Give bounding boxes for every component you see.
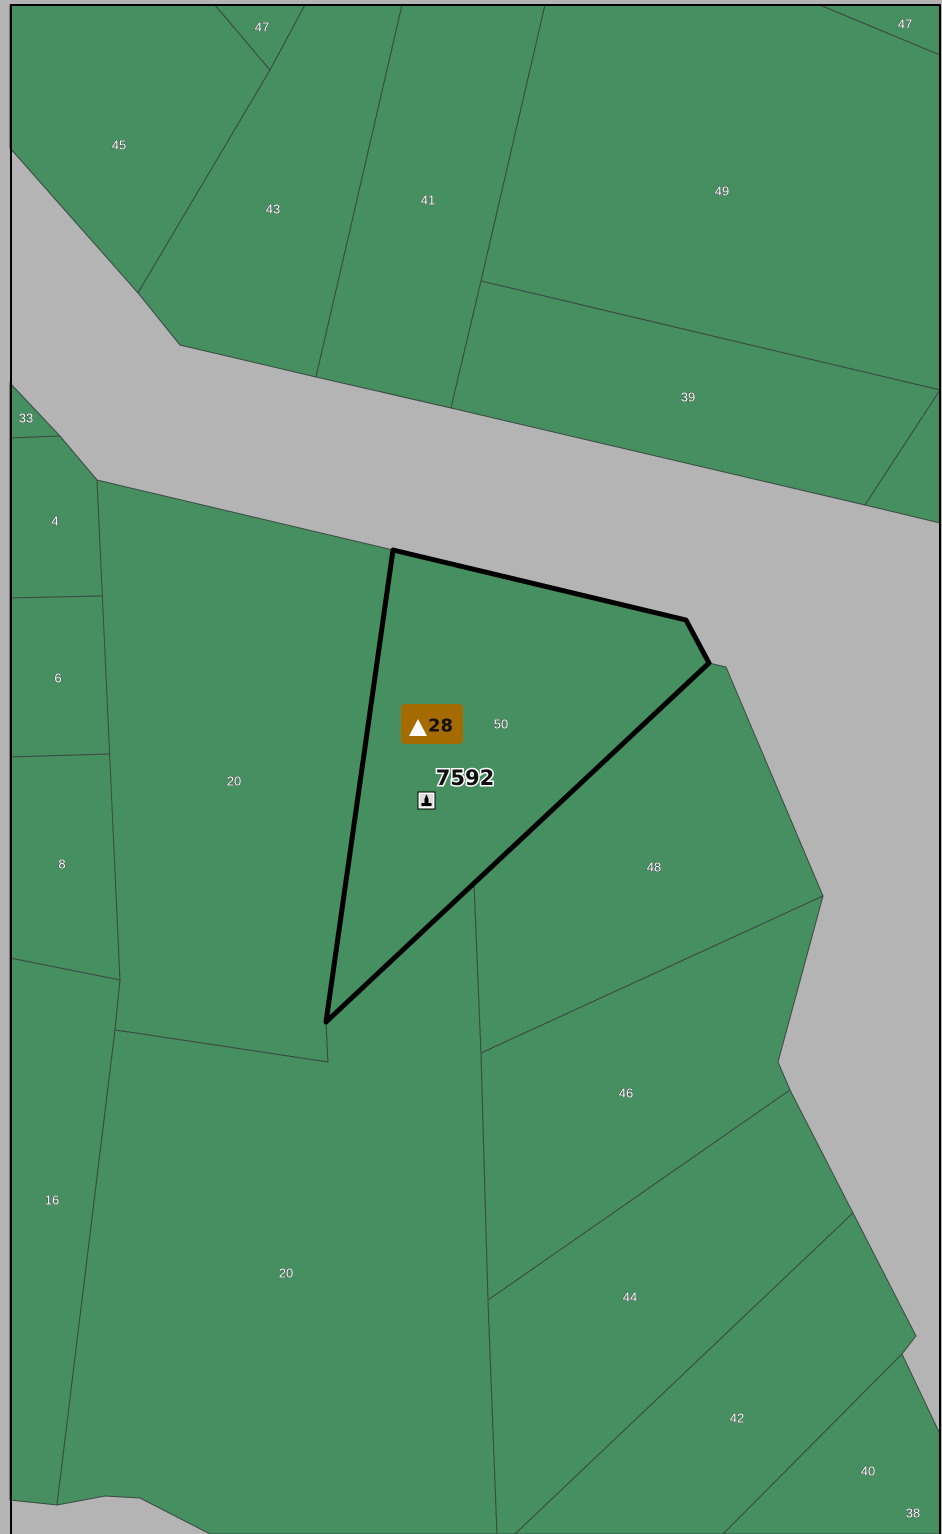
parcel-label: 16 (45, 1193, 59, 1208)
parcel-label: 8 (58, 857, 65, 872)
parcel-label: 47 (898, 17, 912, 32)
parcel-label: 39 (681, 390, 695, 405)
triangle-marker-icon (409, 719, 427, 736)
parcel-label: 50 (494, 717, 508, 732)
parcel-label: 45 (112, 138, 126, 153)
parcel-42[interactable] (514, 1212, 917, 1534)
monument-icon[interactable] (417, 791, 436, 810)
parcel-label: 43 (266, 202, 280, 217)
parcel-label: 33 (19, 411, 33, 426)
parcel-label: 40 (861, 1464, 875, 1479)
map-frame (10, 4, 941, 1534)
parcel-label: 44 (623, 1290, 637, 1305)
parcel-label: 20 (227, 774, 241, 789)
elevation-badge[interactable]: 28 (401, 704, 463, 744)
parcel-label: 4 (51, 514, 58, 529)
parcel-46[interactable] (480, 895, 824, 1301)
parcel-label: 6 (54, 671, 61, 686)
parcel-label: 49 (715, 184, 729, 199)
parcel-label: 46 (619, 1086, 633, 1101)
parcel-label: 48 (647, 860, 661, 875)
parcel-label: 38 (906, 1506, 920, 1521)
parcel-label: 20 (279, 1266, 293, 1281)
parcel-label: 41 (421, 193, 435, 208)
selected-parcel-outline (323, 547, 712, 1025)
badge-value: 28 (428, 716, 453, 737)
parcel-label: 42 (730, 1411, 744, 1426)
selected-parcel-id: 7592 (436, 766, 494, 790)
parcel-label: 47 (255, 20, 269, 35)
